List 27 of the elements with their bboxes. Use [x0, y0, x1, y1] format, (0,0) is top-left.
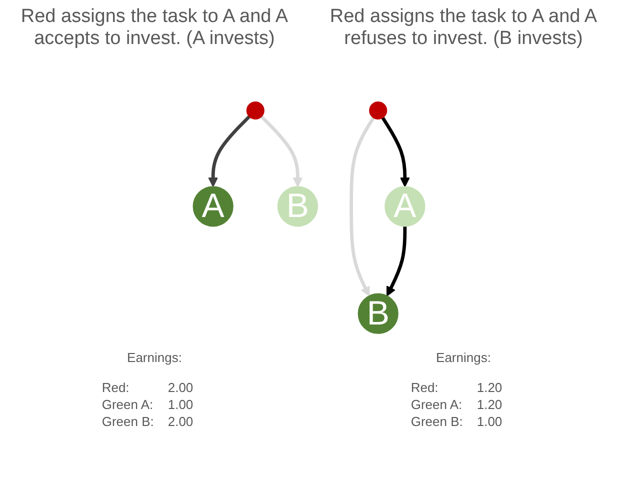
earnings-value: 2.00	[168, 413, 194, 430]
player-name: Green A:	[102, 396, 154, 413]
panel-heading: Red assigns the task to A and A accepts to invest. (A invests)	[20, 5, 290, 51]
player-name: Red:	[102, 379, 130, 396]
arrow	[381, 116, 410, 187]
panel-heading: Red assigns the task to A and A refuses to invest. (B invests)	[328, 5, 598, 51]
player-name: Green A:	[410, 396, 464, 413]
arrow	[386, 226, 407, 296]
earnings-value: 1.20	[476, 379, 504, 396]
arrow	[260, 114, 303, 187]
node-circle: B	[358, 292, 398, 334]
node-circle: A	[192, 186, 234, 226]
earnings-value: 1.20	[476, 396, 504, 413]
node-circle: A	[384, 186, 426, 226]
earnings-value: 2.00	[168, 379, 194, 396]
node-circle	[246, 100, 264, 120]
node-circle: B	[277, 186, 318, 226]
earnings-value: 1.00	[168, 396, 194, 413]
earnings-heading: Earnings:	[127, 350, 182, 365]
player-name: Red:	[410, 379, 440, 396]
node-circle	[369, 100, 388, 120]
arrow	[208, 114, 251, 187]
player-name: Green B:	[102, 413, 155, 430]
arrow	[350, 116, 376, 296]
earnings-heading: Earnings:	[436, 350, 491, 365]
player-name: Green B:	[410, 413, 464, 430]
earnings-value: 1.00	[476, 413, 504, 430]
